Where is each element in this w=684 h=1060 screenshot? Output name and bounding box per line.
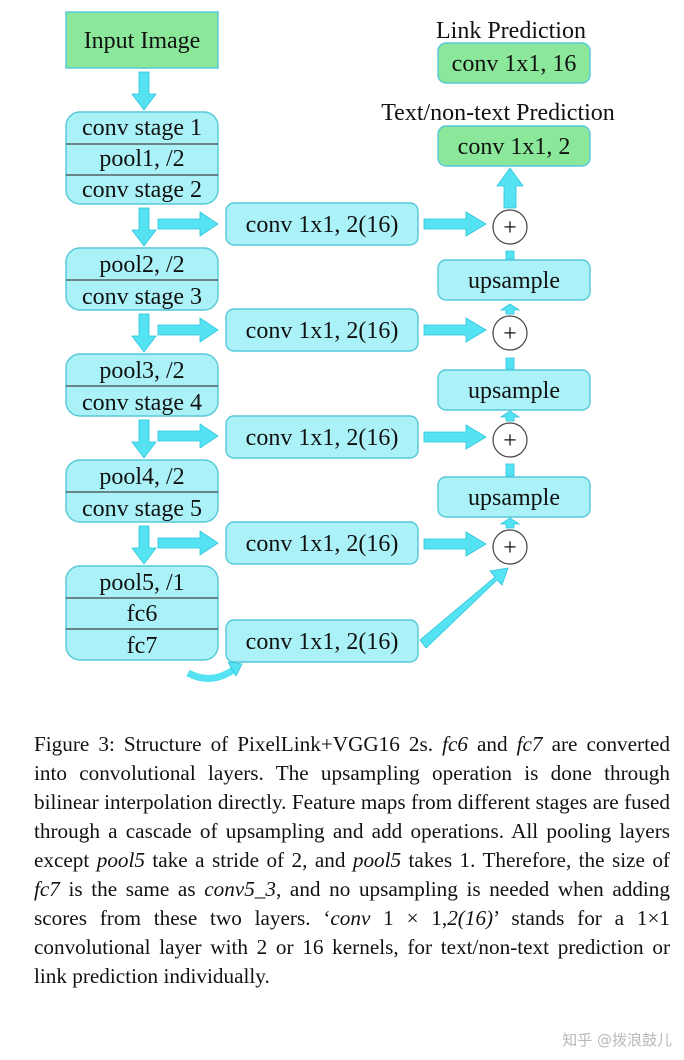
text-prediction-box [437, 125, 591, 167]
side-conv-label-4: conv 1x1, 2(16) [246, 531, 399, 557]
watermark: 知乎 @拨浪鼓儿 [562, 1031, 672, 1049]
input-image-label: Input Image [84, 28, 201, 54]
arrow-up [499, 303, 521, 315]
conv-stage-2-label: conv stage 2 [82, 177, 202, 203]
stage4-block [65, 459, 219, 523]
caption-italic: fc7 [516, 732, 543, 756]
arrow-down [131, 313, 157, 353]
text-prediction-title: Text/non-text Prediction [381, 100, 615, 126]
stage2-block [65, 247, 219, 311]
link-prediction-box [437, 42, 591, 84]
caption-italic: pool5 [352, 848, 402, 872]
pool4-label: pool4, /2 [99, 464, 184, 490]
arrow-up-to-text-prediction [496, 167, 524, 209]
arrow-right [423, 531, 487, 557]
side-conv-box-4 [225, 521, 419, 565]
caption-text: 1 × 1, [370, 906, 448, 930]
plus-symbol-2: + [503, 321, 517, 347]
stage1-block [65, 111, 219, 205]
fc7-label: fc7 [127, 633, 158, 659]
caption-text: ’ stands for a 1×1 convolutional layer w… [34, 906, 670, 988]
add-node-2 [492, 315, 528, 351]
conv-stage-4-label: conv stage 4 [82, 390, 202, 416]
pool3-label: pool3, /2 [99, 358, 184, 384]
pool5-label: pool5, /1 [99, 570, 184, 596]
caption-italic: fc6 [442, 732, 468, 756]
caption-paragraph: Figure 3: Structure of PixelLink+VGG16 2… [34, 730, 670, 991]
side-conv-box-2 [225, 308, 419, 352]
stage3-block [65, 353, 219, 417]
arrow-down [131, 71, 157, 111]
arrow-right [157, 530, 219, 556]
input-image-box [65, 11, 219, 69]
caption-text: is the same as [59, 877, 205, 901]
link-prediction-label: conv 1x1, 16 [452, 51, 577, 77]
add-node-3 [492, 422, 528, 458]
caption-text: and [467, 732, 517, 756]
upsample-label-3: upsample [468, 485, 560, 511]
arrow-head [227, 661, 243, 677]
upsample-box-2 [437, 369, 591, 411]
arrow-diagonal [419, 567, 509, 649]
plus-symbol-1: + [503, 215, 517, 241]
arrow-right [423, 211, 487, 237]
caption-italic: conv [330, 906, 371, 930]
caption-text: , and no upsampling is needed when addin… [34, 877, 670, 930]
arrow-down [131, 419, 157, 459]
caption-italic: 2(16) [447, 906, 494, 930]
fc6-label: fc6 [127, 601, 158, 627]
caption-text: takes 1. Therefore, the size of [401, 848, 670, 872]
plus-symbol-4: + [503, 535, 517, 561]
link-prediction-title: Link Prediction [436, 18, 586, 44]
upsample-box-1 [437, 259, 591, 301]
arrow-up [499, 517, 521, 529]
side-conv-label-5: conv 1x1, 2(16) [246, 629, 399, 655]
caption-italic: conv5_3 [204, 877, 276, 901]
side-conv-label-3: conv 1x1, 2(16) [246, 425, 399, 451]
upsample-box-3 [437, 476, 591, 518]
conv-stage-3-label: conv stage 3 [82, 284, 202, 310]
text-prediction-label: conv 1x1, 2 [458, 134, 571, 160]
caption-text: Figure 3: Structure of PixelLink+VGG16 2… [34, 732, 443, 756]
conv-stage-1-label: conv stage 1 [82, 115, 202, 141]
arrow-down [131, 525, 157, 565]
arrow-right [423, 424, 487, 450]
arrow-right [157, 211, 219, 237]
side-conv-box-5 [225, 619, 419, 663]
pool1-label: pool1, /2 [99, 146, 184, 172]
side-conv-label-1: conv 1x1, 2(16) [246, 212, 399, 238]
side-conv-box-1 [225, 202, 419, 246]
add-node-4 [492, 529, 528, 565]
pool2-label: pool2, /2 [99, 252, 184, 278]
arrow-right [157, 423, 219, 449]
arrow-up [499, 410, 521, 422]
arrow-down [131, 207, 157, 247]
arrow-up-stem [505, 250, 515, 260]
upsample-label-2: upsample [468, 378, 560, 404]
side-conv-label-2: conv 1x1, 2(16) [246, 318, 399, 344]
arrow-up-stem [505, 463, 515, 477]
arrow-right [423, 317, 487, 343]
caption-italic: fc7 [34, 877, 60, 901]
add-node-1 [492, 209, 528, 245]
caption-text: are converted into convolutional layers.… [34, 732, 670, 872]
upsample-label-1: upsample [468, 268, 560, 294]
figure-caption: Figure 3: Structure of PixelLink+VGG16 2… [34, 730, 670, 991]
side-conv-box-3 [225, 415, 419, 459]
curved-arrow [186, 665, 239, 682]
stage5-block [65, 565, 219, 661]
caption-italic: pool5 [96, 848, 145, 872]
plus-symbol-3: + [503, 428, 517, 454]
caption-text: take a stride of 2, and [144, 848, 353, 872]
conv-stage-5-label: conv stage 5 [82, 496, 202, 522]
arrow-right [157, 317, 219, 343]
arrow-up-stem [505, 357, 515, 370]
pixellink-architecture-diagram: .lbl { font-family: "Liberation Serif", … [65, 11, 615, 682]
